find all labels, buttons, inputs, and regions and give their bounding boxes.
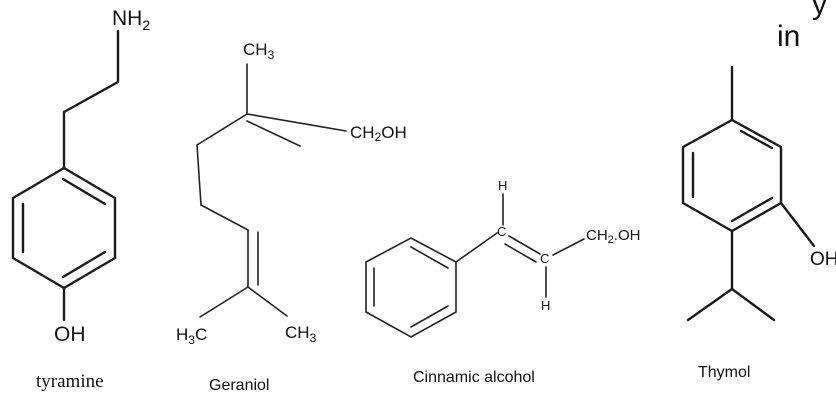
geraniol-structure: CH3 CH2OH H3C CH3 <box>176 40 407 347</box>
cinnamic-c-lower: C <box>540 251 549 266</box>
header-fragment-top: y <box>812 0 827 21</box>
geraniol-name: Geraniol <box>209 377 269 394</box>
tyramine-hydroxyl-label: OH <box>54 323 86 346</box>
thymol-name: Thymol <box>698 364 750 381</box>
geraniol-top-methyl-label: CH3 <box>243 40 275 62</box>
cinnamic-h-top: H <box>498 178 507 193</box>
tyramine-name: tyramine <box>36 371 104 392</box>
geraniol-left-methyl-label: H3C <box>176 325 207 347</box>
header-fragment-second: in <box>777 20 800 53</box>
cinnamic-alcohol-structure: C H C H CH2.OH <box>365 178 640 338</box>
thymol-structure: OH <box>681 65 836 322</box>
tyramine-amine-label: NH2 <box>112 7 150 33</box>
thymol-hydroxyl-label: OH <box>810 249 836 270</box>
cinnamic-h-bottom: H <box>541 298 550 313</box>
geraniol-alcohol-label: CH2OH <box>350 123 407 144</box>
tyramine-structure: NH2 OH <box>11 7 150 346</box>
cinnamic-alcohol-label: CH2.OH <box>586 227 640 246</box>
geraniol-right-methyl-label: CH3 <box>285 323 317 345</box>
cinnamic-c-upper: C <box>497 224 506 239</box>
cinnamic-alcohol-name: Cinnamic alcohol <box>413 369 535 386</box>
